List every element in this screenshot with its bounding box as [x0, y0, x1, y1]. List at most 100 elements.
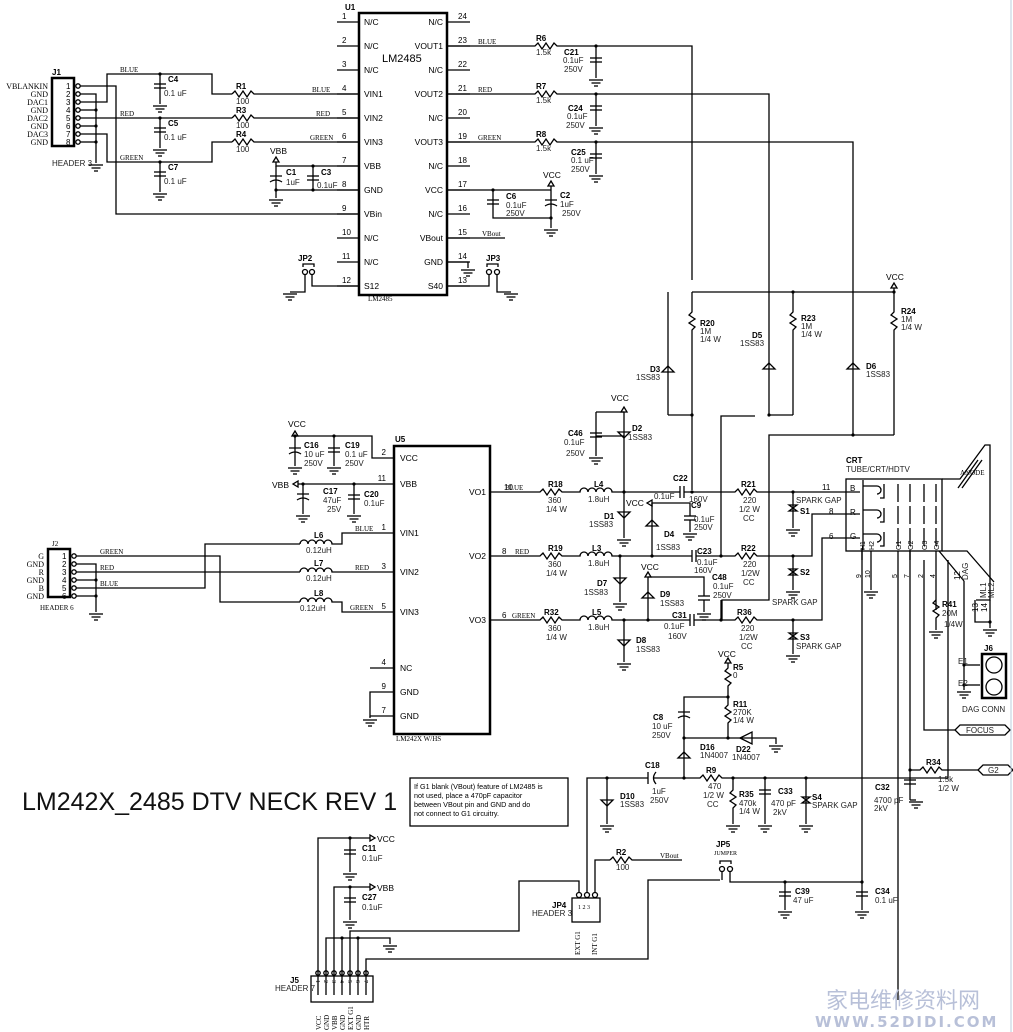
j5-pin-2-number: 2: [322, 980, 328, 983]
r4-value: 100: [236, 145, 250, 154]
c23-value: 0.1uF: [697, 558, 718, 567]
c27-ref: C27: [362, 893, 377, 902]
u1-pin-15-label: VBout: [420, 233, 444, 243]
j2-pin-2-number: 2: [62, 560, 67, 569]
j1-pin-5[interactable]: [75, 115, 81, 121]
jp5-pin1[interactable]: [718, 865, 726, 873]
j5-pin-4-number: 4: [338, 980, 344, 983]
j2-pin-4-number: 4: [62, 576, 67, 585]
u5-body: [392, 444, 492, 736]
c6-ref: C6: [506, 192, 517, 201]
u1-pin-16-label: N/C: [428, 209, 443, 219]
u1-pin-10-label: N/C: [364, 233, 379, 243]
jp2-pin1[interactable]: [301, 268, 309, 276]
j2-pin-6[interactable]: [71, 593, 77, 599]
j5-pin-5-label: EXT G1: [347, 1006, 355, 1030]
c1-ref: C1: [286, 168, 297, 177]
r36-value: 220: [741, 624, 755, 633]
j1-pin-3[interactable]: [75, 99, 81, 105]
d8-ref: D8: [636, 636, 647, 645]
c24-value: 0.1uF: [567, 112, 588, 121]
r4-ref: R4: [236, 130, 247, 139]
j5-pin-7-number: 7: [362, 980, 368, 983]
jp4-int-g1-label: INT G1: [591, 933, 599, 955]
l6-ref: L6: [314, 531, 324, 540]
c4-ref: C4: [168, 75, 179, 84]
j5-pin-7[interactable]: [363, 970, 369, 976]
j5-pin-3-label: VBB: [331, 1015, 339, 1030]
r35-value: 470k: [739, 799, 757, 808]
j5-pin-3[interactable]: [331, 970, 337, 976]
d7-value: 1SS83: [584, 588, 609, 597]
j5-pin-5[interactable]: [347, 970, 353, 976]
watermark-chinese: 家电维修资料网: [826, 989, 980, 1014]
j1-pin-6[interactable]: [75, 123, 81, 129]
r11-power: 1/4 W: [733, 716, 754, 725]
l3-value: 1.8uH: [588, 559, 610, 568]
crt-label-g3: G3: [922, 541, 929, 550]
j1-pin-4[interactable]: [75, 107, 81, 113]
r2-value: 100: [616, 863, 630, 872]
crt-label-g2: G2: [908, 541, 915, 550]
j2-body: [46, 547, 72, 599]
j5-pin-2-label: GND: [323, 1015, 331, 1030]
crt-pin-11: 11: [822, 483, 831, 492]
j1-pin-7[interactable]: [75, 131, 81, 137]
s4-label: SPARK GAP: [812, 801, 858, 810]
g2-port: [977, 764, 1013, 776]
jp5-pin2[interactable]: [726, 865, 734, 873]
crt-pin-8: 8: [829, 507, 834, 516]
jp2-pin2[interactable]: [308, 268, 316, 276]
jp4-pin1[interactable]: [575, 891, 583, 899]
r18-ref: R18: [548, 480, 563, 489]
focus-port: [954, 724, 1011, 736]
j5-pin-6[interactable]: [355, 970, 361, 976]
r9-type: CC: [707, 800, 719, 809]
j2-pin-3-number: 3: [62, 568, 67, 577]
d3-value: 1SS83: [636, 373, 661, 382]
j2-pin-4[interactable]: [71, 577, 77, 583]
u1-pin-19-number: 19: [458, 132, 467, 141]
d16-value: 1N4007: [700, 751, 729, 760]
j1-pin-1[interactable]: [75, 83, 81, 89]
jp4-pin3[interactable]: [591, 891, 599, 899]
jp3-pin2[interactable]: [493, 268, 501, 276]
j1-pin-6-label: GND: [31, 122, 49, 131]
c21-ref: C21: [564, 48, 579, 57]
jp3-pin1[interactable]: [485, 268, 493, 276]
j2-pin-1[interactable]: [71, 553, 77, 559]
c21-voltage: 250V: [564, 65, 583, 74]
l5-ref: L5: [592, 608, 602, 617]
jp4-pin2[interactable]: [583, 891, 591, 899]
d10-ref: D10: [620, 792, 635, 801]
crt-label-h2: H2: [869, 541, 876, 550]
j2-pin-5[interactable]: [71, 585, 77, 591]
r23-value: 1M: [801, 322, 812, 331]
j2-pin-3[interactable]: [71, 569, 77, 575]
c9-value: 0.1uF: [694, 515, 715, 524]
vcc-label-r24: VCC: [886, 272, 904, 282]
u1-pin-5-number: 5: [342, 108, 347, 117]
u1-pin-1-label: N/C: [364, 17, 379, 27]
u1-pin-22-number: 22: [458, 60, 467, 69]
j1-pin-2[interactable]: [75, 91, 81, 97]
d7-ref: D7: [597, 579, 608, 588]
j5-pin-4[interactable]: [339, 970, 345, 976]
j1-pin-8[interactable]: [75, 139, 81, 145]
net-label-green-u5: GREEN: [350, 604, 373, 612]
u1-footer: LM2485: [368, 295, 393, 303]
j5-pin-2[interactable]: [323, 970, 329, 976]
j1-pin-8-label: GND: [31, 138, 49, 147]
c27-value: 0.1uF: [362, 903, 383, 912]
u1-lm2485: U1 LM2485 LM2485 1N/C2N/C3N/C4VIN15VIN26…: [337, 3, 470, 303]
j2-pin-2[interactable]: [71, 561, 77, 567]
r20-value: 1M: [700, 327, 711, 336]
j1-pin-8-number: 8: [66, 138, 71, 147]
u5-pin-5-label: VIN3: [400, 607, 419, 617]
j5-pin-1[interactable]: [315, 970, 321, 976]
c9-ref: C9: [691, 501, 702, 510]
u1-pin-13-label: S40: [428, 281, 443, 291]
c48-voltage: 250V: [713, 591, 732, 600]
c33-value: 470 pF: [771, 799, 796, 808]
